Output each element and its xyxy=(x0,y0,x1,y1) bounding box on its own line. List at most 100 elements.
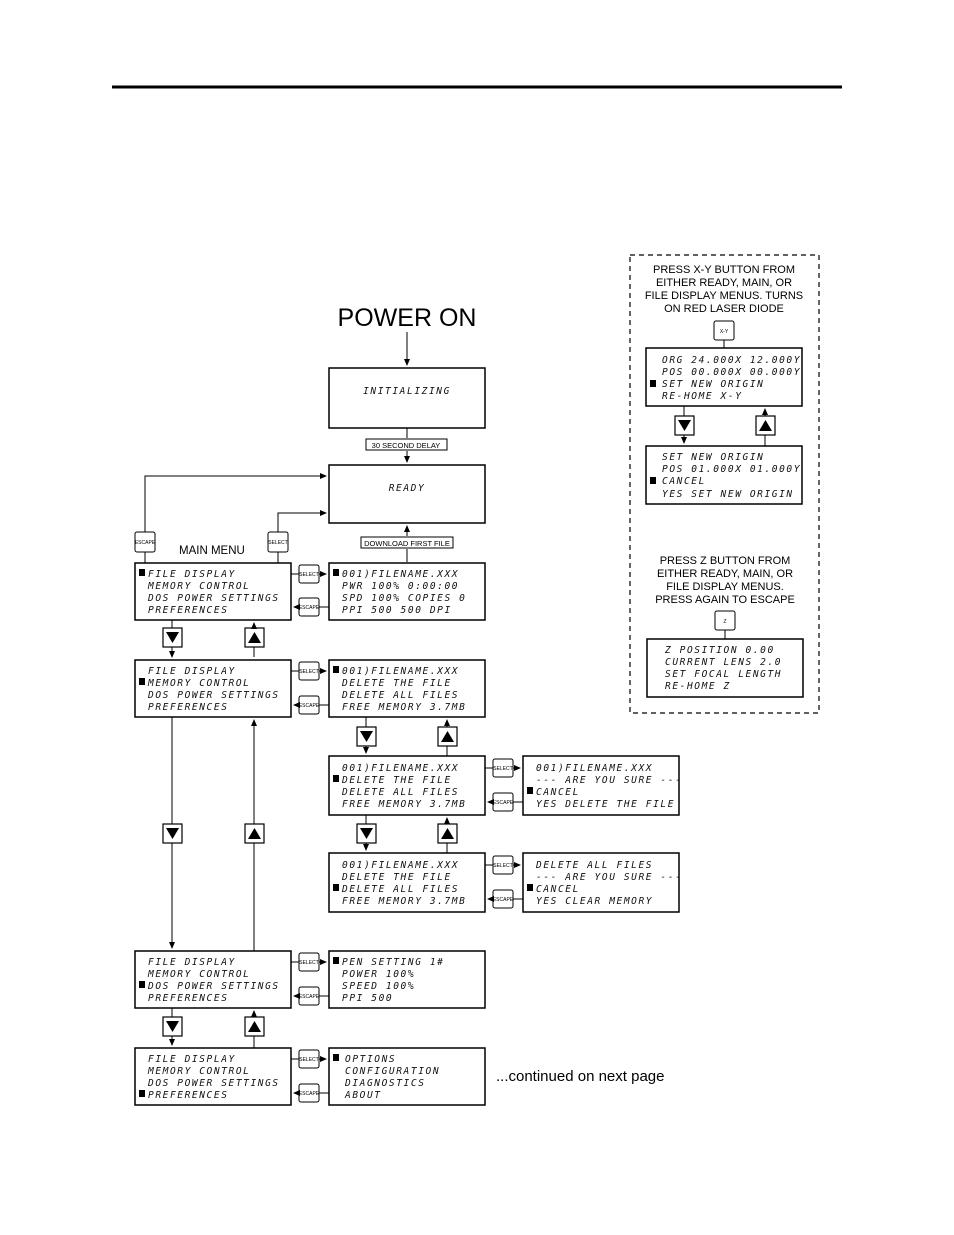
xy-2-line-4: YES SET NEW ORIGIN xyxy=(662,489,794,500)
main-menu-prefs-screen xyxy=(134,1047,292,1106)
memory-2-line-4: FREE MEMORY 3.7MB xyxy=(342,799,466,810)
confirm-all-line-2: --- ARE YOU SURE --- xyxy=(536,872,682,883)
select-button[interactable]: SELECT xyxy=(492,758,514,778)
up-arrow-button[interactable] xyxy=(244,1016,265,1037)
main-file-line-3: DOS POWER SETTINGS xyxy=(147,593,280,604)
up-arrow-button[interactable] xyxy=(437,823,458,844)
main-menu-file-screen xyxy=(134,562,292,621)
main-prefs-line-1: FILE DISPLAY xyxy=(148,1054,236,1065)
prefs-line-4: ABOUT xyxy=(344,1090,382,1101)
down-arrow-button[interactable] xyxy=(162,627,183,648)
prefs-line-2: CONFIGURATION xyxy=(345,1066,440,1077)
z-line-1: Z POSITION 0.00 xyxy=(664,645,775,656)
z-note-line-2: EITHER READY, MAIN, OR xyxy=(657,568,793,580)
confirm-all-line-4: YES CLEAR MEMORY xyxy=(536,896,653,907)
select-button[interactable]: SELECT xyxy=(267,531,289,553)
main-memory-line-4: PREFERENCES xyxy=(148,702,229,713)
select-button[interactable]: SELECT xyxy=(298,661,320,681)
down-arrow-button[interactable] xyxy=(162,1016,183,1037)
escape-button[interactable]: ESCAPE xyxy=(298,695,320,715)
confirm-delete-all-screen xyxy=(522,852,680,913)
up-arrow-button[interactable] xyxy=(437,726,458,747)
down-arrow-button[interactable] xyxy=(162,823,183,844)
escape-button[interactable]: ESCAPE xyxy=(492,889,514,909)
escape-button[interactable]: ESCAPE xyxy=(298,1083,320,1103)
memory-control-screen-2 xyxy=(328,755,486,816)
select-button[interactable]: SELECT xyxy=(298,952,320,972)
xy-1-line-2: POS 00.000X 00.000Y xyxy=(662,367,801,378)
xy-1-line-1: ORG 24.000X 12.000Y xyxy=(662,355,801,366)
svg-text:X-Y: X-Y xyxy=(720,329,729,335)
file-display-screen xyxy=(328,562,486,621)
main-menu-dos-screen xyxy=(134,950,292,1009)
svg-text:SELECT: SELECT xyxy=(493,766,512,772)
xy-screen-1 xyxy=(645,347,803,407)
memory-3-line-3: DELETE ALL FILES xyxy=(341,884,459,895)
delay-label: 30 SECOND DELAY xyxy=(372,441,441,450)
main-prefs-line-4: PREFERENCES xyxy=(148,1090,229,1101)
download-tag xyxy=(360,536,454,549)
select-button[interactable]: SELECT xyxy=(298,564,320,584)
xy-button[interactable]: X-Y xyxy=(713,320,735,341)
confirm-all-line-1: DELETE ALL FILES xyxy=(535,860,653,871)
memory-3-line-1: 001)FILENAME.XXX xyxy=(342,860,459,871)
prefs-line-3: DIAGNOSTICS xyxy=(344,1078,426,1089)
escape-button[interactable]: ESCAPE xyxy=(298,597,320,617)
main-prefs-line-3: DOS POWER SETTINGS xyxy=(147,1078,280,1089)
memory-3-line-2: DELETE THE FILE xyxy=(341,872,452,883)
memory-1-line-1: 001)FILENAME.XXX xyxy=(342,666,459,677)
main-dos-line-1: FILE DISPLAY xyxy=(148,957,236,968)
initializing-screen xyxy=(328,367,486,429)
svg-text:SELECT: SELECT xyxy=(299,1057,318,1063)
ready-screen xyxy=(328,464,486,524)
z-line-3: SET FOCAL LENGTH xyxy=(665,669,782,680)
preferences-screen xyxy=(328,1047,486,1106)
z-line-4: RE-HOME Z xyxy=(665,681,731,692)
escape-button[interactable]: ESCAPE xyxy=(134,531,156,553)
memory-control-screen-3 xyxy=(328,852,486,913)
file-display-line-3: SPD 100% COPIES 0 xyxy=(342,593,466,604)
up-arrow-button[interactable] xyxy=(244,627,265,648)
memory-2-line-3: DELETE ALL FILES xyxy=(341,787,459,798)
dos-line-4: PPI 500 xyxy=(342,993,393,1004)
up-arrow-button[interactable] xyxy=(244,823,265,844)
confirm-delete-line-1: 001)FILENAME.XXX xyxy=(536,763,653,774)
escape-button[interactable]: ESCAPE xyxy=(492,792,514,812)
svg-text:SELECT: SELECT xyxy=(299,960,318,966)
select-button[interactable]: SELECT xyxy=(492,855,514,875)
main-memory-line-1: FILE DISPLAY xyxy=(148,666,236,677)
svg-text:ESCAPE: ESCAPE xyxy=(493,800,514,806)
main-file-line-1: FILE DISPLAY xyxy=(148,569,236,580)
down-arrow-button[interactable] xyxy=(356,726,377,747)
escape-button[interactable]: ESCAPE xyxy=(298,986,320,1006)
main-file-line-2: MEMORY CONTROL xyxy=(147,581,250,592)
main-memory-line-2: MEMORY CONTROL xyxy=(147,678,250,689)
down-arrow-button[interactable] xyxy=(674,415,695,436)
memory-2-line-1: 001)FILENAME.XXX xyxy=(342,763,459,774)
initializing-text: INITIALIZING xyxy=(363,386,451,397)
confirm-delete-screen xyxy=(522,755,680,816)
select-button[interactable]: SELECT xyxy=(298,1049,320,1069)
xy-note-line-1: PRESS X-Y BUTTON FROM xyxy=(653,264,795,276)
dos-line-2: POWER 100% xyxy=(342,969,415,980)
file-display-line-2: PWR 100% 0:00:00 xyxy=(342,581,459,592)
z-note-line-1: PRESS Z BUTTON FROM xyxy=(660,555,791,567)
z-note-line-4: PRESS AGAIN TO ESCAPE xyxy=(655,594,795,606)
xy-screen-2 xyxy=(645,445,803,505)
svg-text:ESCAPE: ESCAPE xyxy=(299,703,320,709)
main-dos-line-3: DOS POWER SETTINGS xyxy=(147,981,280,992)
memory-3-line-4: FREE MEMORY 3.7MB xyxy=(342,896,466,907)
svg-text:ESCAPE: ESCAPE xyxy=(493,897,514,903)
z-screen xyxy=(646,638,804,698)
up-arrow-button[interactable] xyxy=(755,415,776,436)
svg-text:ESCAPE: ESCAPE xyxy=(299,994,320,1000)
delay-tag xyxy=(365,438,448,451)
svg-text:SELECT: SELECT xyxy=(299,572,318,578)
down-arrow-button[interactable] xyxy=(356,823,377,844)
z-button[interactable]: Z xyxy=(714,610,736,631)
svg-text:Z: Z xyxy=(723,619,726,625)
main-menu-memory-screen xyxy=(134,659,292,718)
svg-text:ESCAPE: ESCAPE xyxy=(299,1091,320,1097)
download-label: DOWNLOAD FIRST FILE xyxy=(364,539,450,548)
confirm-all-line-3: CANCEL xyxy=(536,884,580,895)
